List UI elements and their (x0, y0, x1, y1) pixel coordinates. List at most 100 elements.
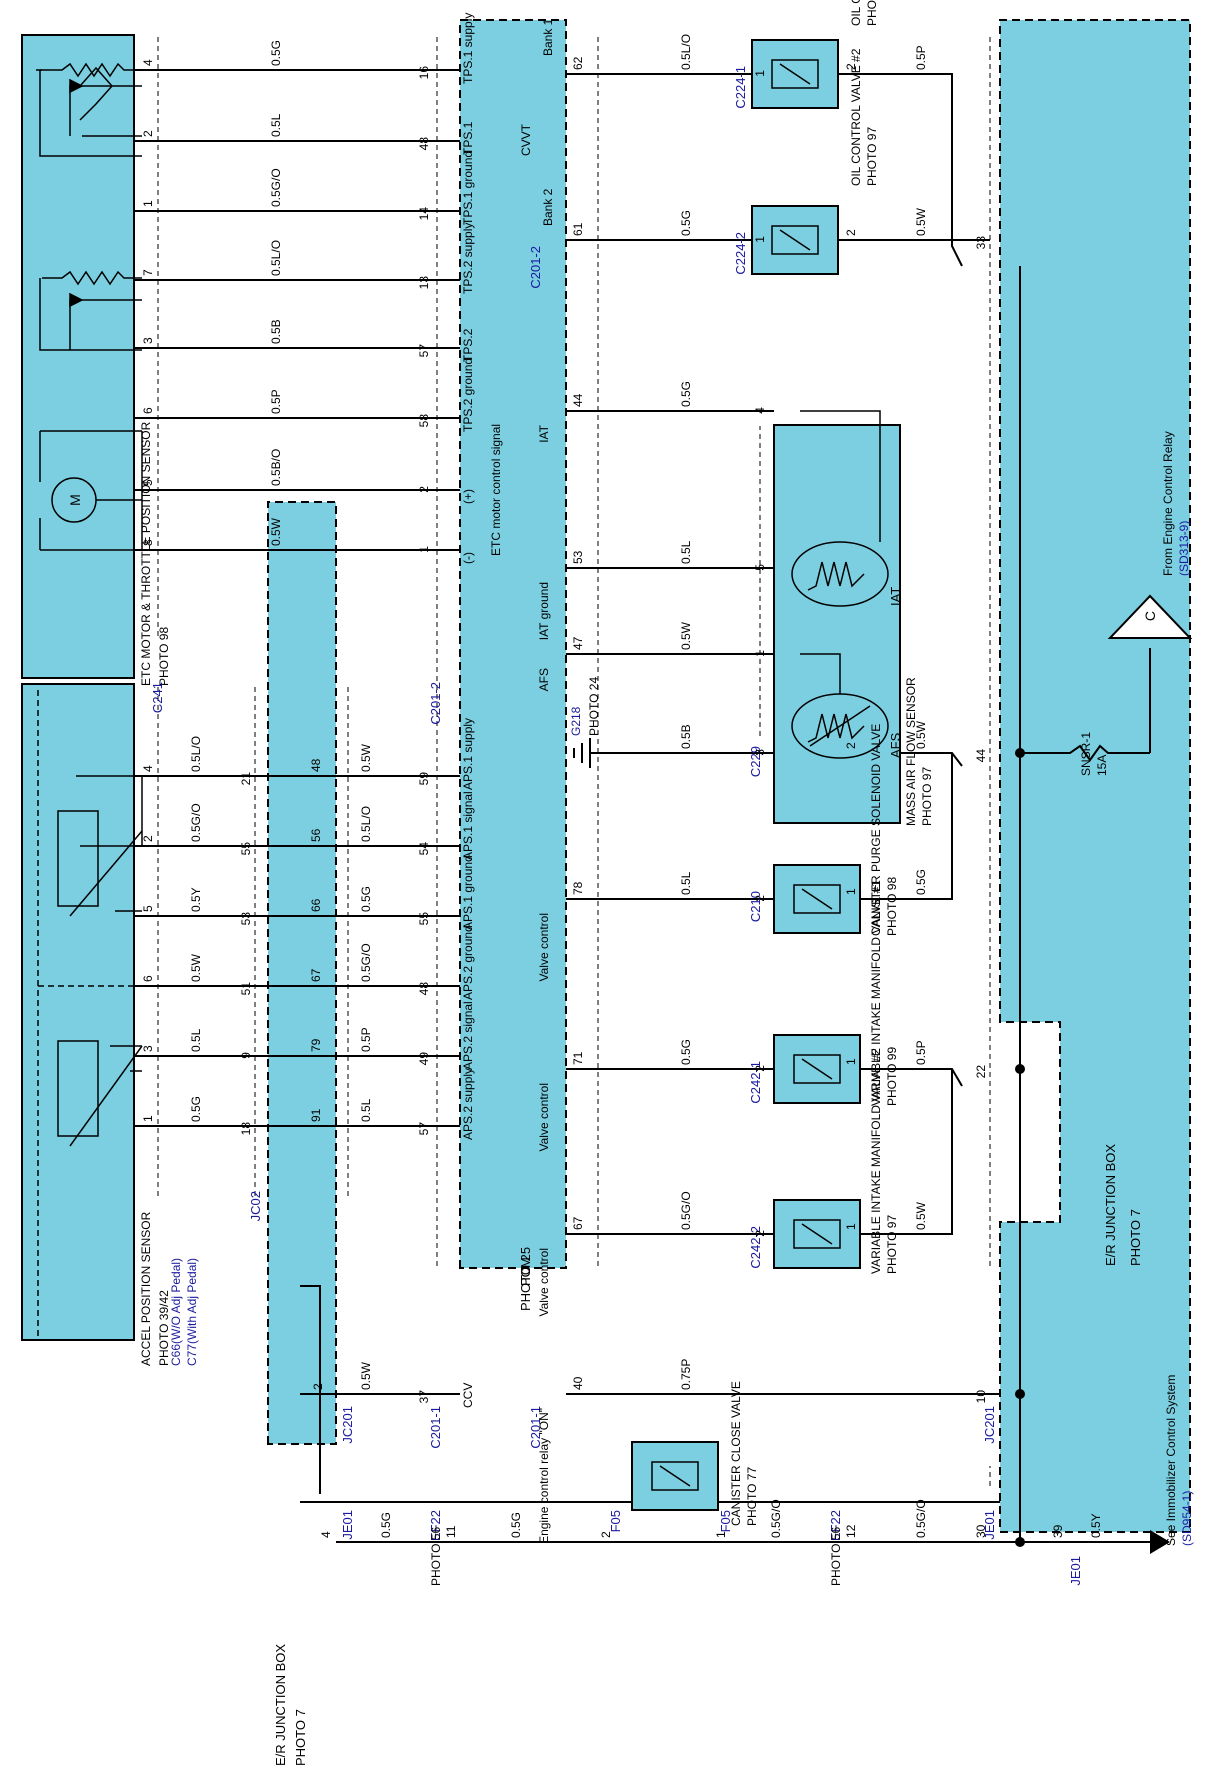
etc-wire-label-1: 0.5L (269, 113, 283, 137)
aps-pin-b-1: 54 (417, 842, 431, 856)
etc-signal-1: TPS.1 (461, 121, 475, 155)
right-wire-8: 0.5G/O (679, 1191, 693, 1230)
etc-wire-label-5: 0.5P (269, 389, 283, 414)
aps-pin-b-3: 48 (417, 982, 431, 996)
ccv-pin-b: 37 (417, 1390, 431, 1404)
aps-wire-a-1: 0.5G/O (189, 803, 203, 842)
see-immob-ref: (SD954-1) (1180, 1491, 1194, 1546)
ccv-jc-pin: 2 (311, 1383, 325, 1390)
label-layer: PCM PHOTO 25 E/R JUNCTION BOX PHOTO 7 E/… (139, 0, 1194, 1766)
etc-pin-b-5: 58 (417, 414, 431, 428)
right-out-wire-5: 0.5W (914, 720, 928, 749)
bottom-je01-out-pin: 39 (1051, 1524, 1065, 1538)
aps-pin-b-5: 57 (417, 1122, 431, 1136)
accel-name: ACCEL POSITION SENSOR (139, 1211, 153, 1366)
right-wire-6: 0.5L (679, 871, 693, 895)
aps-wire-b-0: 0.5W (359, 743, 373, 772)
ground-symbol (573, 738, 640, 768)
aps-jc-b-4: 79 (309, 1038, 323, 1052)
right-label-3: IAT ground (537, 582, 551, 640)
aps-wire-b-4: 0.5P (359, 1027, 373, 1052)
maf-internals (791, 410, 889, 759)
aps-wire-a-5: 0.5G (189, 1096, 203, 1122)
right-label-4: AFS (537, 668, 551, 691)
right-label-2: IAT (537, 424, 551, 442)
right-pcm-pin-9: 40 (571, 1376, 585, 1390)
etc-internals (36, 62, 143, 551)
right-out-wire-6: 0.5G (914, 869, 928, 895)
aps-wire-b-5: 0.5L (359, 1098, 373, 1122)
etc-pin-b-3: 13 (417, 276, 431, 290)
right-jb-pin-7: 22 (974, 1065, 988, 1079)
from-relay-ref: (SD313-9) (1177, 521, 1191, 576)
connector-je01-right: JE01 (982, 1510, 997, 1540)
right-out-pin-6: 1 (844, 888, 858, 895)
connector-je01-out: JE01 (1068, 1556, 1083, 1586)
right-comp-pin-7: 2 (753, 1065, 767, 1072)
right-pcm-pin-3: 53 (571, 550, 585, 564)
bottom-f05-left-pin: 2 (599, 1531, 613, 1538)
aps-pin-a-3: 6 (141, 975, 155, 982)
aps-pin-a-0: 4 (141, 765, 155, 772)
right-label-7: Valve control (537, 1083, 551, 1151)
etc-wire-label-3: 0.5L/O (269, 240, 283, 276)
afs-inner-label: AFS (888, 732, 903, 758)
fuse-rating: 15A (1095, 755, 1109, 776)
right-wire-0: 0.5L/O (679, 34, 693, 70)
ccv-signal: CCV (461, 1383, 475, 1408)
right-wire-5: 0.5B (679, 724, 693, 749)
arrow-right-icon (1150, 1530, 1170, 1554)
etc-pin-a-7: 8 (141, 539, 155, 546)
right-pcm-pin-2: 44 (571, 393, 585, 407)
connector-c201-2-right: C201-2 (528, 246, 543, 289)
ccv-wire-label: 0.5W (359, 1361, 373, 1390)
connector-c241: C241 (150, 682, 165, 713)
right-wire-3: 0.5L (679, 540, 693, 564)
ocv1-name: OIL CONTROL VALVE #1 (849, 0, 863, 26)
ef22-photo: PHOTO 56 (429, 1527, 443, 1586)
bottom-ef22-left-pin: 11 (444, 1525, 458, 1538)
bottom-ef22-right-pin: 12 (844, 1524, 858, 1538)
connector-c210: C210 (748, 891, 763, 922)
etc-pin-b-2: 14 (417, 207, 431, 221)
aps-jc-a-3: 51 (239, 982, 253, 996)
ground-label: G218 (569, 706, 583, 736)
etc-pin-b-6: 2 (417, 486, 431, 493)
right-pcm-pin-8: 67 (571, 1216, 585, 1230)
pcm-photo: PHOTO 25 (518, 1247, 533, 1311)
purge-name: CANISTER PURGE SOLENOID VALVE (869, 724, 883, 936)
ejb-top-name: E/R JUNCTION BOX (1103, 1144, 1118, 1266)
aps-signal-0: APS.1 supply (461, 718, 475, 790)
etc-wire-label-0: 0.5G (269, 40, 283, 66)
right-out-pin-8: 1 (844, 1223, 858, 1230)
aps-wire-a-3: 0.5W (189, 953, 203, 982)
ejb-top-photo: PHOTO 7 (1128, 1209, 1143, 1266)
etc-pin-b-7: 1 (417, 546, 431, 553)
er-junction-box-bottom (267, 501, 337, 1445)
right-out-pin-5: 2 (844, 742, 858, 749)
motor-symbol: M (67, 494, 83, 506)
right-jb-pin-1: 33 (974, 236, 988, 250)
etc-wire-label-6: 0.5B/O (269, 449, 283, 486)
aps-wire-b-1: 0.5L/O (359, 806, 373, 842)
right-comp-pin-4: 1 (753, 650, 767, 657)
aps-signal-5: APS.2 supply (461, 1068, 475, 1140)
aps-wire-a-2: 0.5Y (189, 887, 203, 912)
aps-jc-b-5: 91 (309, 1108, 323, 1122)
etc-wire-label-2: 0.5G/O (269, 168, 283, 207)
etc-pin-a-0: 4 (141, 59, 155, 66)
etc-pin-a-2: 1 (141, 200, 155, 207)
connector-c201-1-right: C201-1 (528, 1406, 543, 1449)
accel-sensor-box (21, 683, 135, 1341)
c77-label: C77(With Adj Pedal) (185, 1258, 199, 1366)
connector-c224-2: C224-2 (733, 232, 748, 275)
aps-signal-1: APS.1 signal (461, 791, 475, 860)
connector-ef22: EF22 (428, 1510, 443, 1541)
c66-label: C66(W/O Adj Pedal) (169, 1258, 183, 1366)
cvvt-label: CVVT (519, 123, 533, 156)
bottom-wire-3: 0.5G/O (769, 1499, 783, 1538)
vim1-name: VARIABLE INTAKE MANIFOLD VALVE #1 (869, 880, 883, 1106)
aps-signal-4: APS.2 signal (461, 1001, 475, 1070)
maf-name: MASS AIR FLOW SENSOR (904, 677, 918, 826)
pcm-name: PCM (518, 1257, 533, 1286)
